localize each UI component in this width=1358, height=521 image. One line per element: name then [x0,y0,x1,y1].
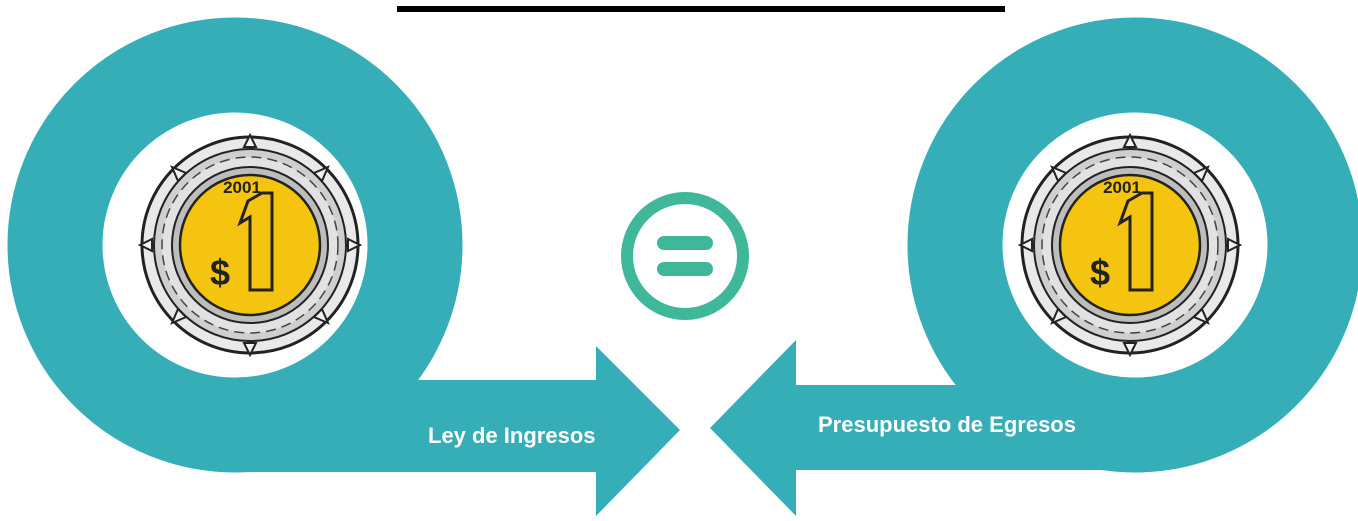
left-arrowhead [596,346,680,516]
right-coin-icon: 2001 $ [1017,132,1243,358]
coin-currency: $ [210,252,230,293]
right-loop [710,17,1358,516]
right-tail [796,385,1135,470]
left-loop [7,17,680,516]
coin-currency: $ [1090,252,1110,293]
right-arrowhead [710,340,796,516]
equals-icon [621,192,749,320]
coin-year: 2001 [223,178,261,197]
presupuesto-de-egresos-label: Presupuesto de Egresos [818,412,1076,437]
coin-year: 2001 [1103,178,1141,197]
ley-de-ingresos-label: Ley de Ingresos [428,423,596,448]
left-coin-icon: 2001 $ [137,132,363,358]
left-tail [235,380,600,472]
header-underline [397,6,1005,12]
